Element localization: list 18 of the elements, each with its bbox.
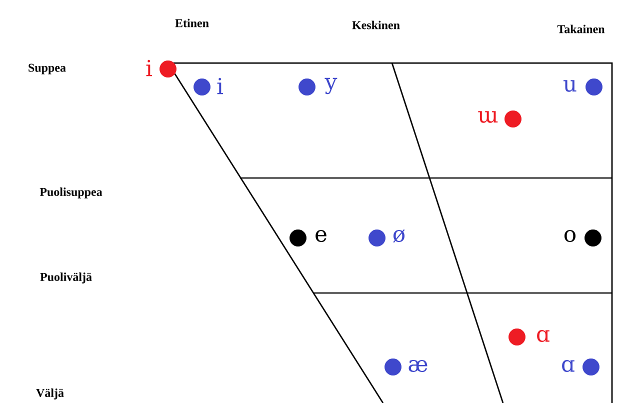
vowel-symbol: i: [146, 60, 152, 76]
axis-label: Suppea: [28, 64, 66, 74]
vowel-symbol: ɑ: [537, 330, 550, 342]
vowel-symbol: ø: [393, 229, 405, 243]
vowel-symbol: o: [564, 230, 576, 242]
axis-label: Väljä: [36, 388, 64, 400]
axis-label: Puoliväljä: [40, 272, 92, 284]
axis-label: Keskinen: [352, 20, 400, 30]
vowel-symbol: y: [324, 78, 338, 94]
vowel-symbol: æ: [408, 360, 428, 372]
axis-label: Takainen: [557, 24, 605, 34]
vowel-symbol: u: [564, 80, 576, 92]
vowel-symbol: e: [316, 230, 326, 242]
axis-label: Etinen: [175, 18, 209, 28]
vowel-symbol: ɯ: [478, 111, 498, 123]
axis-label: Puolisuppea: [40, 188, 102, 198]
vowel-symbol: i: [217, 78, 224, 94]
vowel-symbol: ɑ: [562, 360, 574, 372]
